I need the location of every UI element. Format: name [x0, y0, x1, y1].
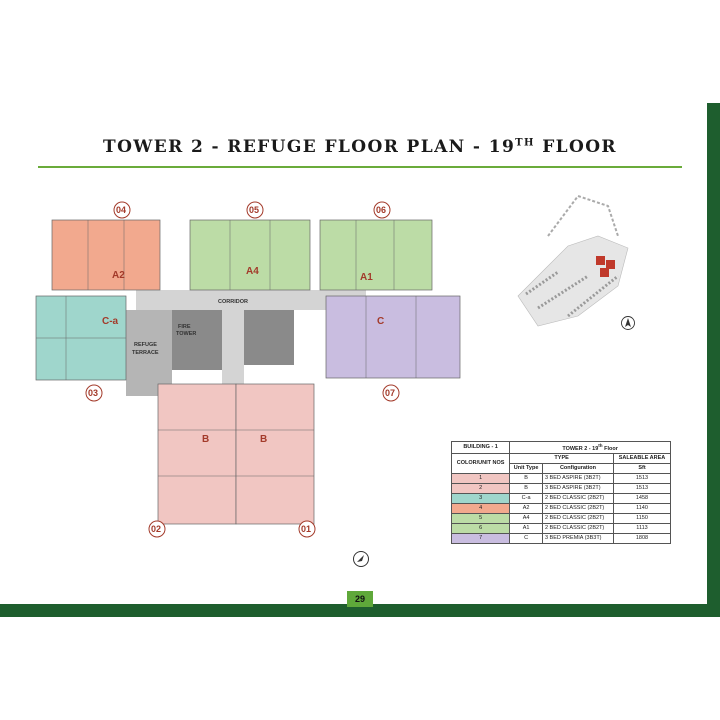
tower-header: TOWER 2 - 19th Floor	[509, 441, 671, 454]
unit-01: B 01	[235, 383, 316, 538]
fire-tower-label-1: FIRE	[178, 324, 191, 330]
col-area-header: SALEABLE AREA	[613, 452, 671, 464]
row-area: 1808	[613, 532, 671, 544]
table-row: 5 A4 2 BED CLASSIC (2B2T) 1150	[450, 512, 671, 524]
page-number: 29	[347, 591, 373, 607]
refuge-label-2: TERRACE	[132, 350, 159, 356]
row-config: 2 BED CLASSIC (2B2T)	[541, 502, 615, 514]
table-row: 2 B 3 BED ASPIRE (3B2T) 1513	[450, 482, 671, 494]
row-no: 1	[450, 472, 511, 484]
unit-05: A4 05	[189, 201, 311, 291]
row-type: B	[509, 472, 543, 484]
row-area: 1113	[613, 522, 671, 534]
row-config: 3 BED PREMIA (3B3T)	[541, 532, 615, 544]
unit-no-04: 04	[116, 205, 126, 215]
fire-tower-label-2: TOWER	[176, 331, 196, 337]
tower-header-tail: Floor	[602, 445, 618, 452]
row-no: 5	[450, 512, 511, 524]
corridor	[136, 290, 366, 310]
unit-type-06: A1	[360, 272, 373, 283]
unit-type-01: B	[260, 434, 267, 445]
row-config: 3 BED ASPIRE (3B2T)	[541, 482, 615, 494]
title-rule	[38, 166, 682, 168]
row-no: 6	[450, 522, 511, 534]
table-row: 4 A2 2 BED CLASSIC (2B2T) 1140	[450, 502, 671, 514]
tower-header-sup: th	[598, 443, 603, 448]
row-config: 2 BED CLASSIC (2B2T)	[541, 522, 615, 534]
row-config: 2 BED CLASSIC (2B2T)	[541, 492, 615, 504]
row-type: C-a	[509, 492, 543, 504]
row-no: 7	[450, 532, 511, 544]
unit-no-06: 06	[376, 205, 386, 215]
row-no: 4	[450, 502, 511, 514]
row-area: 1140	[613, 502, 671, 514]
saleable-area-table: BUILDING - 1 TOWER 2 - 19th Floor COLOR/…	[450, 441, 671, 544]
row-type: A1	[509, 522, 543, 534]
row-config: 3 BED ASPIRE (3B2T)	[541, 472, 615, 484]
north-arrow-icon	[353, 551, 369, 567]
unit-type-03: C-a	[102, 316, 119, 327]
unit-07: C 07	[325, 295, 461, 402]
unit-type-02: B	[202, 434, 209, 445]
row-type: A2	[509, 502, 543, 514]
unit-no-02: 02	[151, 524, 161, 534]
unit-type-subheader: Unit Type	[509, 462, 543, 474]
table-header-row: COLOR/UNIT NOS TYPE SALEABLE AREA	[450, 452, 671, 474]
corridor-label: CORRIDOR	[218, 299, 248, 305]
unit-04: A2 04	[51, 201, 161, 291]
unit-type-04: A2	[112, 270, 125, 281]
row-area: 1458	[613, 492, 671, 504]
green-bottom-bar	[0, 604, 720, 617]
sft-subheader: Sft	[613, 462, 671, 474]
table-row: 6 A1 2 BED CLASSIC (2B2T) 1113	[450, 522, 671, 534]
row-no: 3	[450, 492, 511, 504]
table-row: 7 C 3 BED PREMIA (3B3T) 1808	[450, 532, 671, 544]
row-area: 1150	[613, 512, 671, 524]
title-sup: TH	[515, 137, 535, 149]
refuge-label-1: REFUGE	[134, 342, 157, 348]
building-header: BUILDING - 1	[450, 441, 511, 454]
config-subheader: Configuration	[541, 462, 615, 474]
page-title: TOWER 2 - REFUGE FLOOR PLAN - 19TH FLOOR	[38, 137, 682, 157]
table-row: 3 C-a 2 BED CLASSIC (2B2T) 1458	[450, 492, 671, 504]
unit-type-07: C	[377, 316, 384, 327]
col-unit-header: COLOR/UNIT NOS	[450, 452, 511, 474]
unit-no-05: 05	[249, 205, 259, 215]
floor-plan: CORRIDOR FIRE TOWER REFUGE TERRACE A2 04…	[35, 201, 461, 538]
core-left	[172, 310, 222, 370]
tower-header-text: TOWER 2 - 19	[562, 445, 599, 452]
green-side-bar	[707, 103, 720, 617]
unit-type-05: A4	[246, 266, 259, 277]
col-type-header: TYPE	[509, 452, 615, 464]
row-type: B	[509, 482, 543, 494]
unit-no-03: 03	[88, 388, 98, 398]
title-tail: FLOOR	[534, 137, 617, 157]
table-row: 1 B 3 BED ASPIRE (3B2T) 1513	[450, 472, 671, 484]
unit-02: B 02	[148, 383, 237, 538]
row-type: A4	[509, 512, 543, 524]
row-no: 2	[450, 482, 511, 494]
unit-03: C-a 03	[35, 295, 127, 402]
table-title-row: BUILDING - 1 TOWER 2 - 19th Floor	[450, 441, 671, 454]
unit-no-01: 01	[301, 524, 311, 534]
row-area: 1513	[613, 482, 671, 494]
row-config: 2 BED CLASSIC (2B2T)	[541, 512, 615, 524]
key-north-icon	[621, 316, 635, 330]
row-area: 1513	[613, 472, 671, 484]
refuge-terrace	[126, 310, 172, 396]
unit-06: A1 06	[319, 201, 433, 291]
key-plan	[517, 194, 629, 327]
title-main: TOWER 2 - REFUGE FLOOR PLAN - 19	[103, 137, 516, 157]
unit-no-07: 07	[385, 388, 395, 398]
core-right	[244, 310, 294, 365]
row-type: C	[509, 532, 543, 544]
